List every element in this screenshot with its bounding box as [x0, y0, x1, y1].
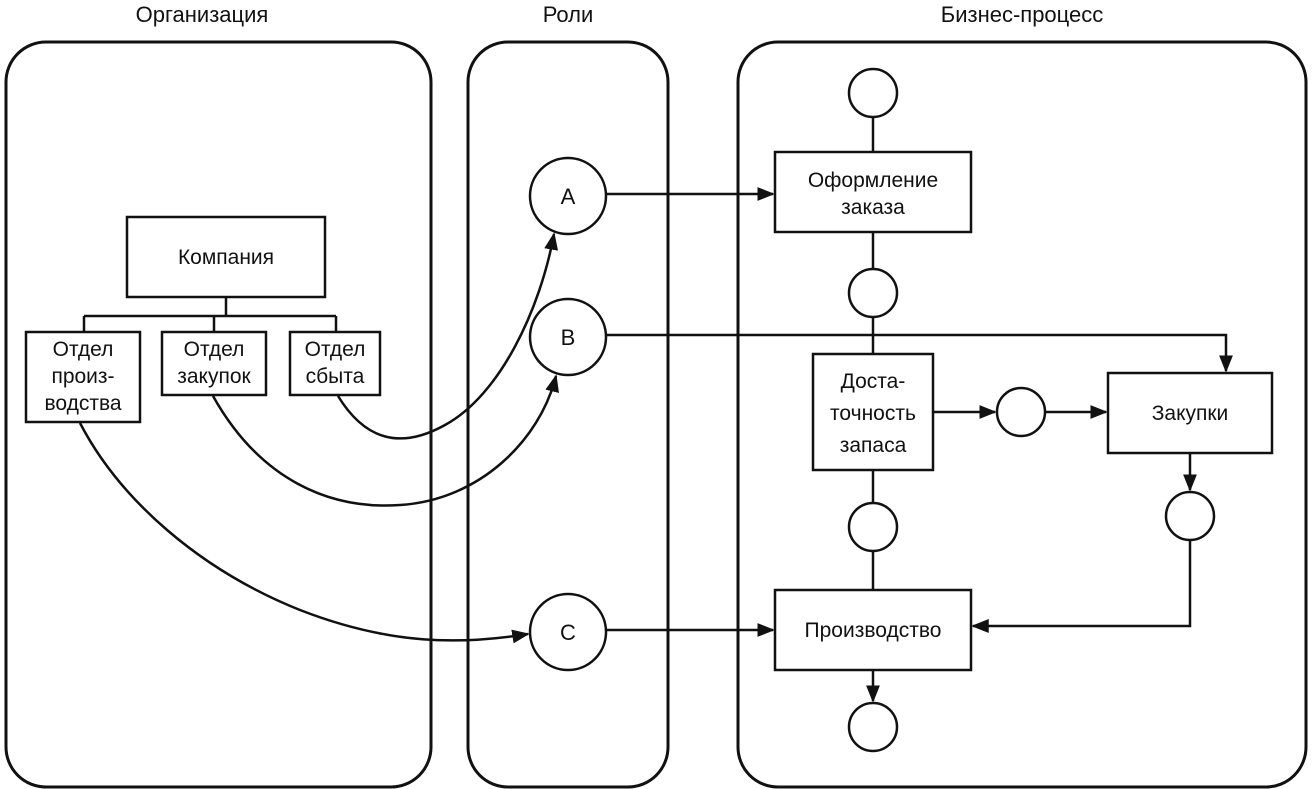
- sales-dept-line-1: Отдел: [305, 338, 366, 361]
- role-a-circle: [528, 156, 608, 236]
- purchasing-dept-line-1: Отдел: [184, 338, 245, 361]
- production-function-label: Производство: [805, 619, 942, 642]
- role-c-label: C: [560, 620, 576, 645]
- order-done-event-circle: [847, 267, 899, 319]
- stock-function-box: [811, 352, 935, 472]
- sales-to-role-a-link: [336, 232, 559, 440]
- role-b-to-purchase-link: [606, 333, 1233, 373]
- sales-dept-box: [288, 330, 382, 397]
- stock-function-line-2: точность: [830, 402, 916, 425]
- sales-dept-line-2: сбыта: [306, 365, 365, 388]
- purchasing-dept-box: [160, 330, 268, 397]
- org-tree-connector: [82, 297, 338, 332]
- stock-function-line-3: запаса: [840, 434, 907, 457]
- start-event-circle: [847, 67, 899, 119]
- roles-title: Роли: [543, 2, 594, 27]
- end-event-circle: [847, 701, 899, 753]
- role-a-label: A: [561, 184, 576, 209]
- production-dept-line-3: водства: [44, 392, 121, 415]
- stock-insufficient-event-circle: [995, 386, 1047, 438]
- stock-function-line-1: Доста-: [841, 370, 906, 393]
- stock-sufficient-event-circle: [847, 501, 899, 553]
- production-dept-line-2: произ-: [51, 365, 114, 388]
- role-b-label: B: [561, 325, 576, 350]
- production-to-role-c-link: [78, 422, 530, 644]
- event-to-production-flow: [971, 540, 1192, 633]
- production-function-box: [773, 588, 973, 672]
- purchasing-to-role-b-link: [211, 374, 559, 507]
- roles-panel: [466, 40, 670, 789]
- role-c-circle: [528, 592, 608, 672]
- order-function-line-1: Оформление: [808, 169, 938, 192]
- purchase-done-event-circle: [1164, 490, 1216, 542]
- purchase-function-label: Закупки: [1152, 402, 1229, 425]
- company-label: Компания: [178, 246, 274, 269]
- business-process-panel: [736, 40, 1308, 789]
- organization-panel: [4, 40, 433, 789]
- order-function-line-2: заказа: [841, 196, 905, 219]
- order-function-box: [773, 150, 973, 234]
- production-dept-line-1: Отдел: [53, 338, 114, 361]
- organization-title: Организация: [136, 2, 269, 27]
- purchase-function-box: [1106, 371, 1274, 455]
- company-box: [125, 215, 327, 299]
- production-dept-box: [24, 330, 142, 424]
- process-title: Бизнес-процесс: [941, 2, 1104, 27]
- purchasing-dept-line-2: закупок: [177, 365, 251, 388]
- role-b-circle: [528, 297, 608, 377]
